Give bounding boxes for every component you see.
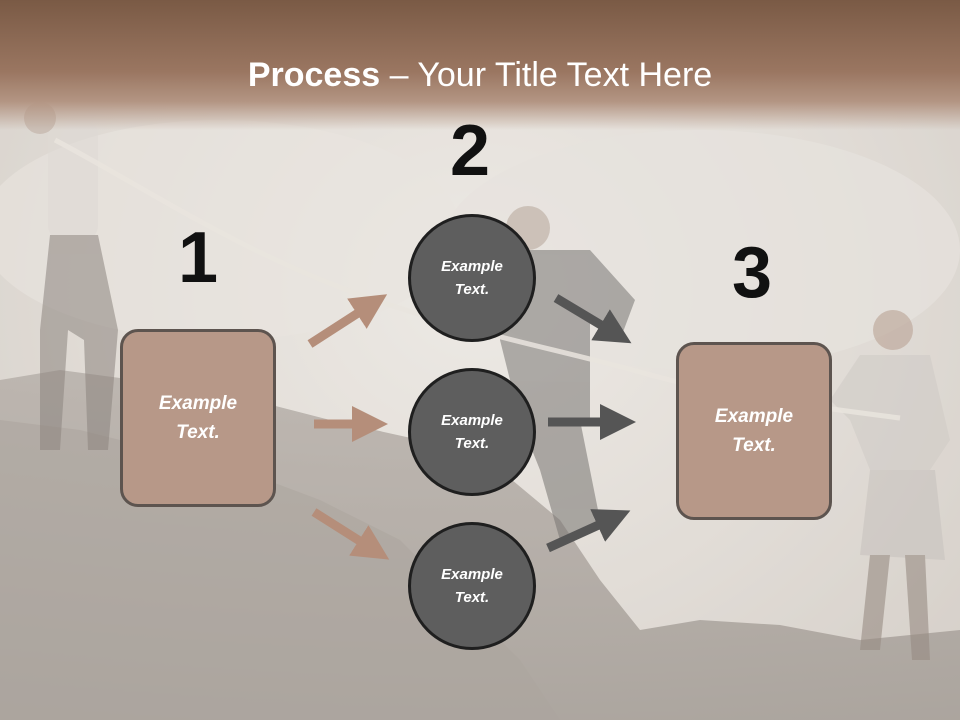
slide-title[interactable]: Process – Your Title Text Here xyxy=(0,54,960,96)
step-number-2: 2 xyxy=(450,111,491,191)
title-bold: Process xyxy=(247,56,381,94)
title-rest: – Your Title Text Here xyxy=(380,56,713,94)
step-2-circle-1[interactable]: Example Text. xyxy=(408,214,536,342)
step-number-3: 3 xyxy=(732,233,773,313)
arrow-1-to-2c xyxy=(311,508,390,560)
arrow-2a-to-3 xyxy=(553,294,632,344)
step-2-circle-3[interactable]: Example Text. xyxy=(408,522,536,650)
step-1-box[interactable]: Example Text. xyxy=(120,329,276,507)
title-bar xyxy=(0,0,960,130)
arrow-1-to-2a xyxy=(307,294,388,348)
step-2-circle-3-text: Example Text. xyxy=(441,566,503,606)
step-2-circle-1-text: Example Text. xyxy=(441,258,503,298)
step-number-1: 1 xyxy=(178,218,219,298)
step-3-box[interactable]: Example Text. xyxy=(676,342,832,520)
step-2-circle-2-text: Example Text. xyxy=(441,412,503,452)
step-2-circle-2[interactable]: Example Text. xyxy=(408,368,536,496)
step-3-text: Example Text. xyxy=(714,406,794,456)
arrow-2c-to-3 xyxy=(546,509,631,553)
step-1-text: Example Text. xyxy=(158,393,238,443)
